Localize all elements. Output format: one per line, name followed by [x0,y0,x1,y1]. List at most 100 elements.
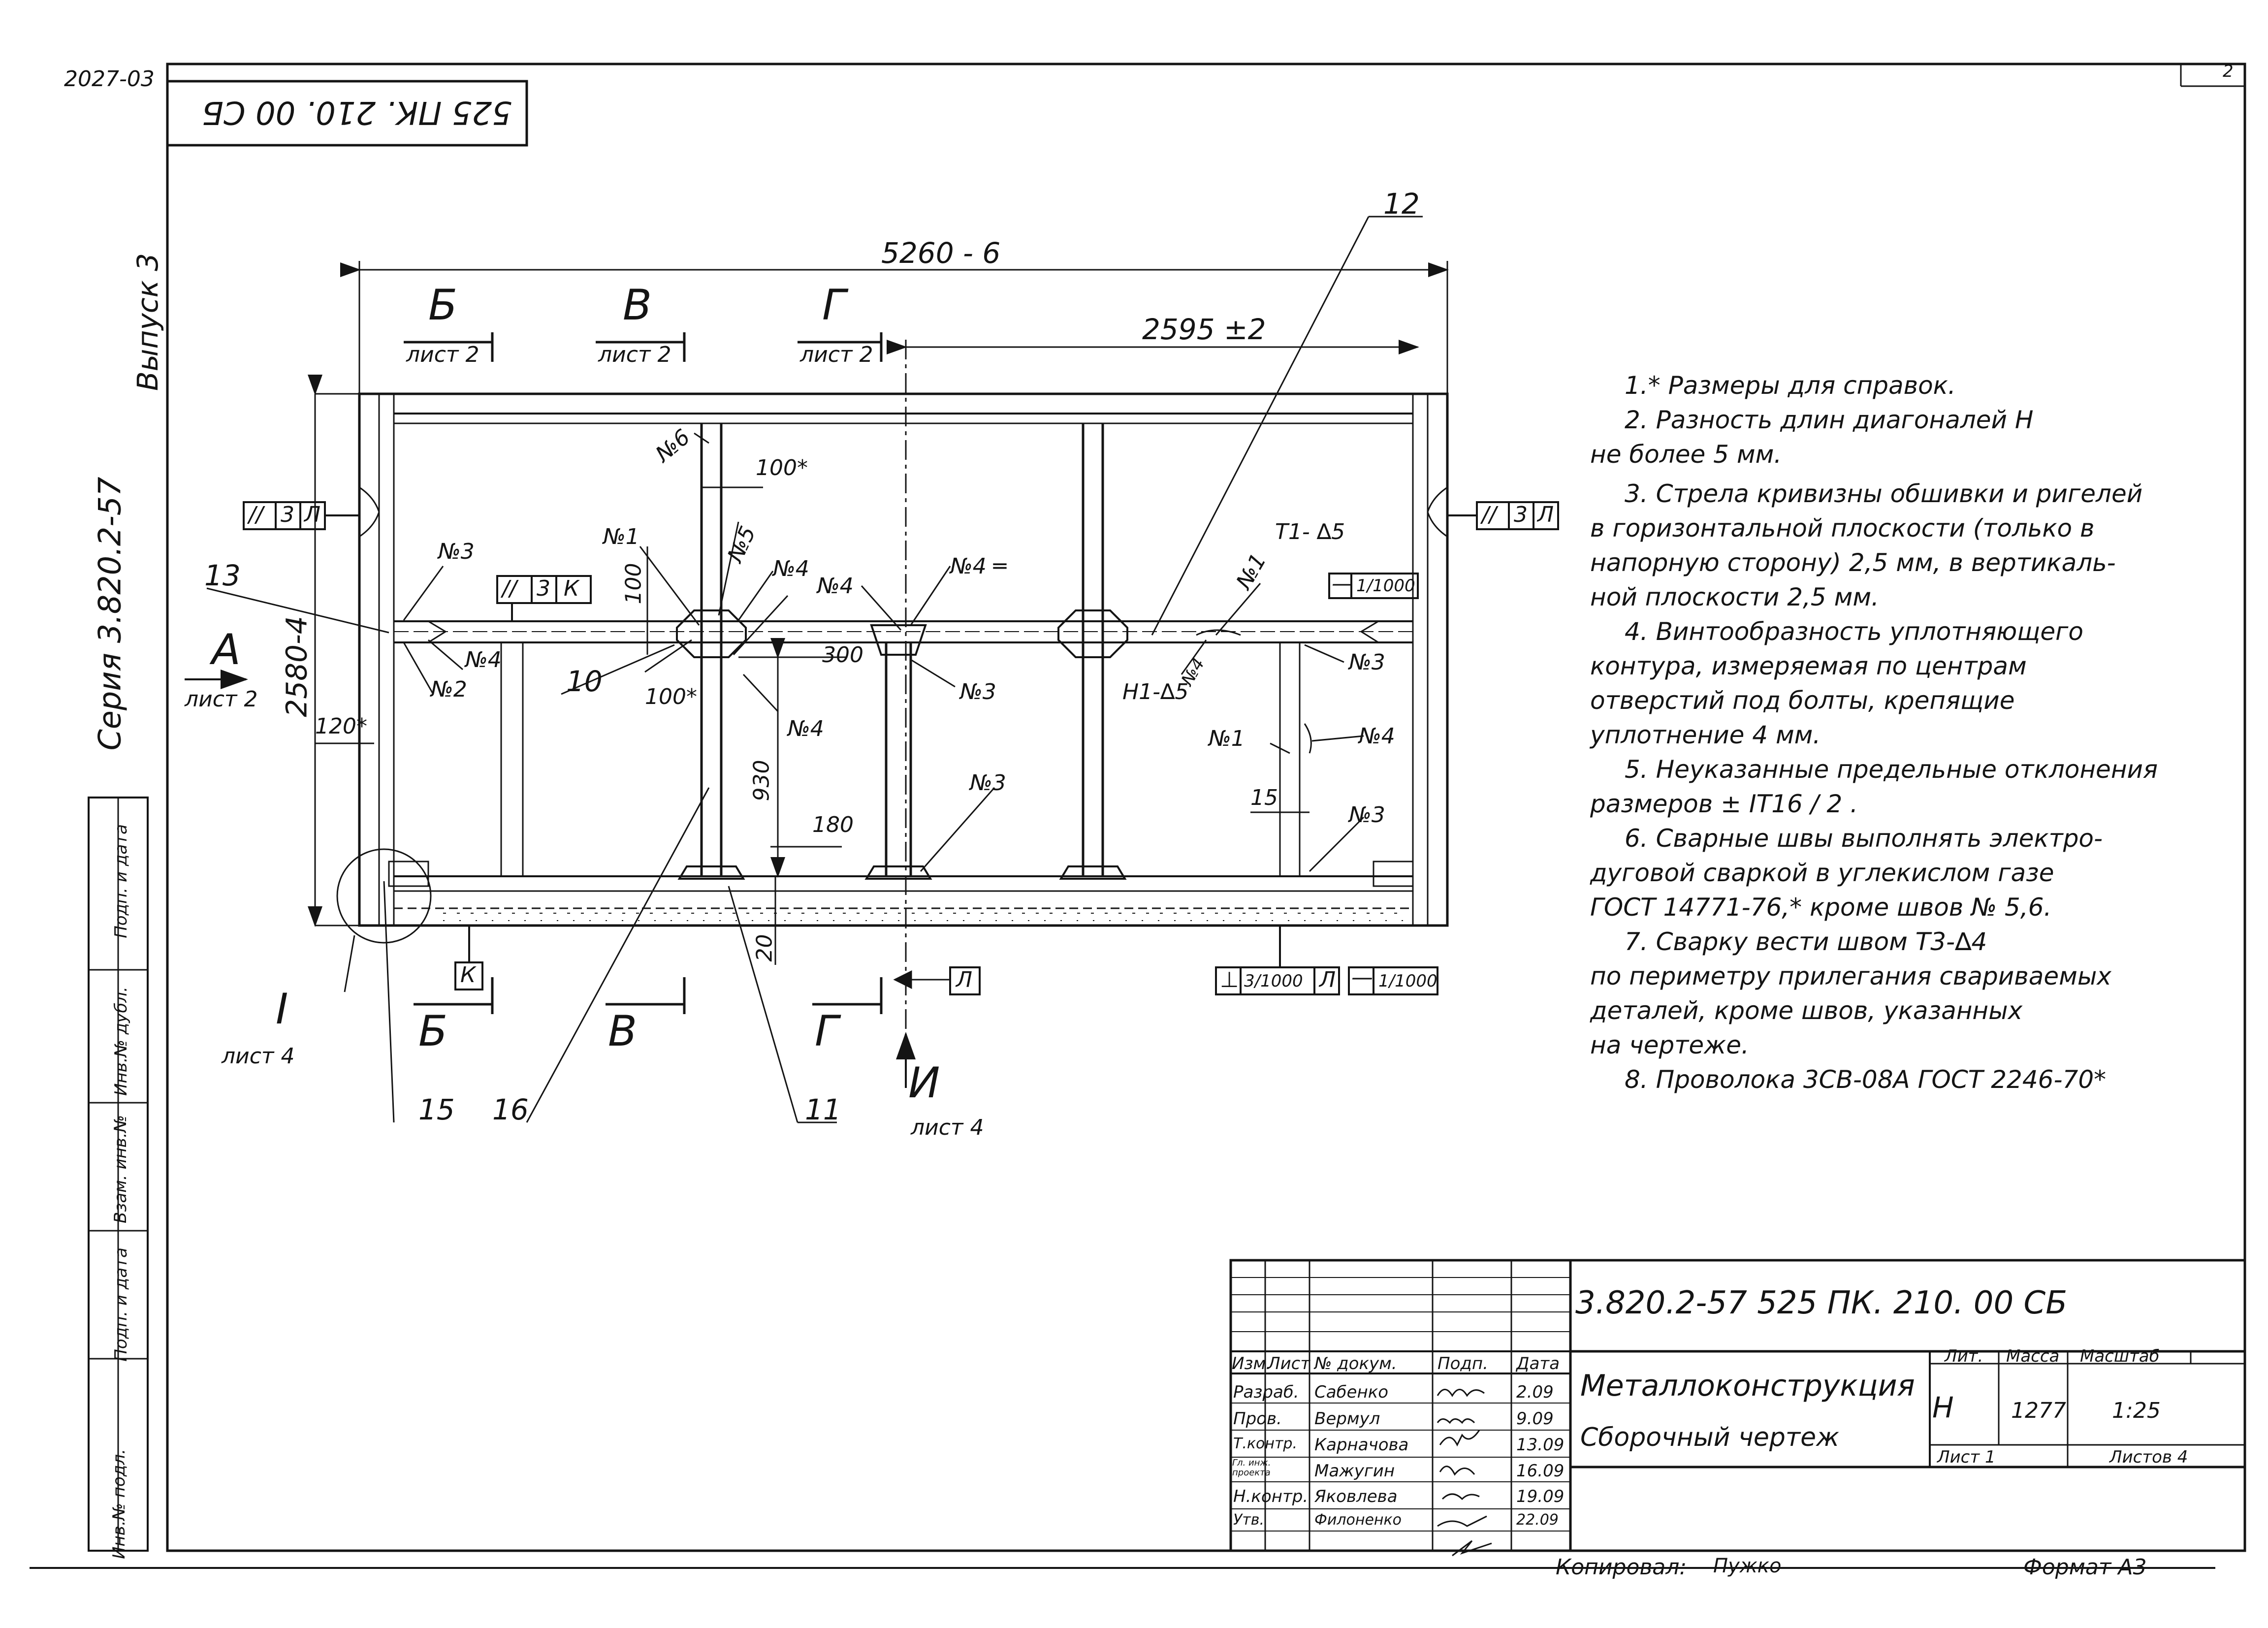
title-hdr-list: Лист [1268,1354,1310,1373]
weld-n4-right: №4 [1359,724,1395,749]
note-line: 2. Разность длин диагоналей Н [1625,406,2034,434]
dim-100: 100 [621,563,646,605]
pos-11: 11 [805,1093,841,1126]
title-sheets-label: Листов 4 [2109,1447,2188,1467]
signer-date: 19.09 [1516,1487,1565,1506]
title-col-mass: Масса [2006,1346,2060,1366]
tol-mid-b: 3 [537,576,550,601]
weld-n3-right: №3 [1349,650,1385,675]
note-line: дуговой сваркой в углекислом газе [1590,859,2054,887]
note-line: 4. Винтообразность уплотняющего [1625,617,2083,646]
tol-k-box: К [460,962,476,988]
dim-overall-width: 5260 - 6 [881,236,1001,270]
tol-right-c: Л [1537,502,1554,527]
panel-structure [315,392,1449,927]
note-line: 5. Неуказанные предельные отклонения [1625,755,2158,784]
section-b-bottom: Б [418,1007,447,1056]
dim-100-star-top: 100* [756,455,808,480]
section-g-sheet: лист 2 [800,342,873,367]
designation-inverted: 525 ПК. 210. 00 СБ [202,94,512,130]
tol-mid-a: // [502,576,517,601]
weld-n4-b: №4 [773,556,809,581]
archive-number: 2027-03 [64,66,155,92]
strip-inv-podl: Инв.№ подл. [109,1449,129,1559]
signer-name: Мажугин [1314,1461,1395,1481]
dim-2595: 2595 ±2 [1142,313,1266,346]
copied-name: Пужко [1713,1555,1782,1577]
note-line: ГОСТ 14771-76,* кроме швов № 5,6. [1590,893,2052,922]
pos-12: 12 [1383,187,1420,221]
tol-bottom-L: Л [1319,967,1336,992]
signer-role: Разраб. [1233,1382,1299,1402]
signer-role: Утв. [1233,1511,1264,1529]
tol-right-a: // [1482,502,1497,527]
pos-16: 16 [492,1093,529,1126]
dim-100-star-mid: 100* [645,684,697,709]
leader-lines [206,216,1423,1123]
note-line: 7. Сварку вести швом Т3-∆4 [1625,927,1987,956]
note-line: в горизонтальной плоскости (только в [1590,514,2095,543]
dim-300: 300 [822,642,863,668]
dim-180: 180 [812,812,854,837]
copied-label: Копировал: [1556,1555,1687,1580]
dim-height: 2580-4 [280,616,314,717]
note-line: ной плоскости 2,5 мм. [1590,583,1879,611]
view-i-label: I [276,985,288,1034]
title-sheet-label: Лист 1 [1937,1447,1996,1467]
section-v-bottom: В [608,1007,637,1056]
tol-left-b: 3 [281,502,294,527]
title-hdr-doc: № докум. [1314,1354,1397,1373]
section-markers [185,332,950,1088]
signer-name: Сабенко [1314,1382,1389,1402]
signer-name: Карначова [1314,1435,1409,1455]
dim-20: 20 [752,934,777,962]
note-line: не более 5 мм. [1590,440,1782,469]
section-v-sheet: лист 2 [598,342,671,367]
title-code: 3.820.2-57 525 ПК. 210. 00 СБ [1575,1285,2068,1321]
tol-right-b: 3 [1514,502,1528,527]
section-g-bottom: Г [815,1007,838,1056]
strip-inv-dubl: Инв.№ дубл. [111,987,131,1096]
title-col-lit: Лит. [1945,1346,1983,1366]
series-label: Серия 3.820.2-57 [92,477,128,751]
strip-podp-data-2: Подп. и дата [111,824,131,938]
weld-n4-d: №4 [788,716,824,741]
tol-bottom-perp: ⊥ [1220,967,1239,992]
title-name-1: Металлоконструкция [1580,1369,1915,1403]
tol-bottom-val: 3/1000 [1244,971,1303,991]
weld-n3-low: №3 [970,770,1006,796]
section-b-top: Б [428,281,457,330]
weld-n1-d5: Н1-∆5 [1122,679,1189,704]
format-label: Формат А3 [2023,1555,2147,1580]
section-v-top: В [623,281,652,330]
signer-role: Н.контр. [1233,1487,1309,1506]
signer-date: 2.09 [1516,1382,1554,1402]
weld-n2: №2 [431,677,467,702]
weld-t1: Т1- ∆5 [1275,519,1345,544]
dim-15: 15 [1250,785,1278,810]
signer-date: 16.09 [1516,1461,1565,1481]
title-hdr-date: Дата [1516,1354,1560,1373]
weld-n3-rlow: №3 [1349,802,1385,828]
weld-n3-left: №3 [438,539,475,564]
title-mass-value: 1277 [2011,1398,2066,1423]
note-line: уплотнение 4 мм. [1590,721,1821,749]
view-a-label: А [212,625,241,674]
weld-n4-c: №4 [817,574,854,599]
note-line: по периметру прилегания свариваемых [1590,962,2111,990]
weld-n3-mid: №3 [960,679,996,704]
tol-left-c: Л [304,502,321,527]
tolerance-frames [243,501,1559,995]
sheet-frame [166,63,2246,1552]
title-block-grid [1229,1259,2246,1552]
title-lit-value: Н [1932,1391,1954,1424]
section-b-sheet: лист 2 [406,342,479,367]
note-line: размеров ± IT16 / 2 . [1590,790,1858,818]
pos-15: 15 [418,1093,455,1126]
view-n-sheet: лист 4 [911,1115,984,1140]
tol-topright-val: 1/1000 [1356,576,1415,596]
note-line: 6. Сварные швы выполнять электро- [1625,824,2103,853]
strip-podp-data-1: Подп. и дата [111,1247,131,1362]
view-n-label: И [908,1058,940,1108]
signer-name: Яковлева [1314,1487,1398,1506]
